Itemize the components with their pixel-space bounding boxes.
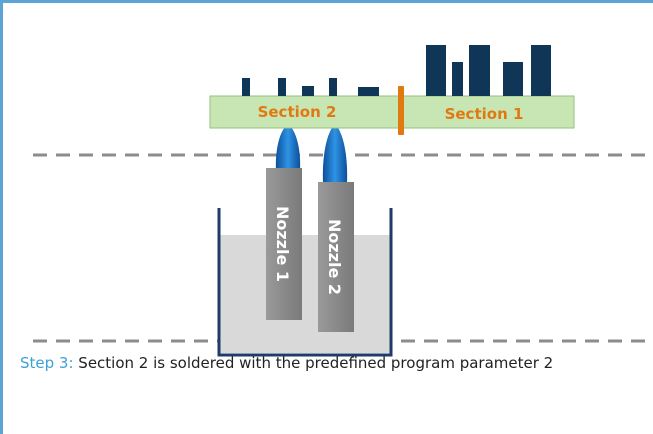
component	[531, 45, 551, 96]
component	[358, 87, 379, 96]
component	[278, 78, 286, 96]
section-2-label: Section 2	[258, 103, 337, 121]
selective-soldering-diagram: Nozzle 1 Nozzle 2 Section 2 Section 1	[33, 45, 653, 357]
solder-tank	[217, 208, 393, 357]
circuit-board	[209, 95, 575, 129]
step-description: Section 2 is soldered with the predefine…	[73, 354, 554, 372]
component	[302, 86, 314, 96]
solder-wave-2	[322, 124, 348, 183]
nozzle-2-label: Nozzle 2	[325, 219, 344, 295]
section-1-label: Section 1	[445, 105, 524, 123]
nozzle-2	[318, 182, 354, 332]
component	[452, 62, 463, 96]
component	[503, 62, 523, 96]
component	[426, 45, 446, 96]
nozzle-1	[266, 168, 302, 320]
step-label: Step 3:	[20, 354, 74, 372]
nozzle-1-label: Nozzle 1	[273, 206, 292, 282]
component	[242, 78, 250, 96]
step-caption: Step 3: Section 2 is soldered with the p…	[20, 352, 640, 375]
section-divider	[398, 86, 404, 135]
solder-wave-1	[275, 124, 301, 171]
component	[469, 45, 490, 96]
component	[329, 78, 337, 96]
solder-bath	[220, 235, 390, 353]
